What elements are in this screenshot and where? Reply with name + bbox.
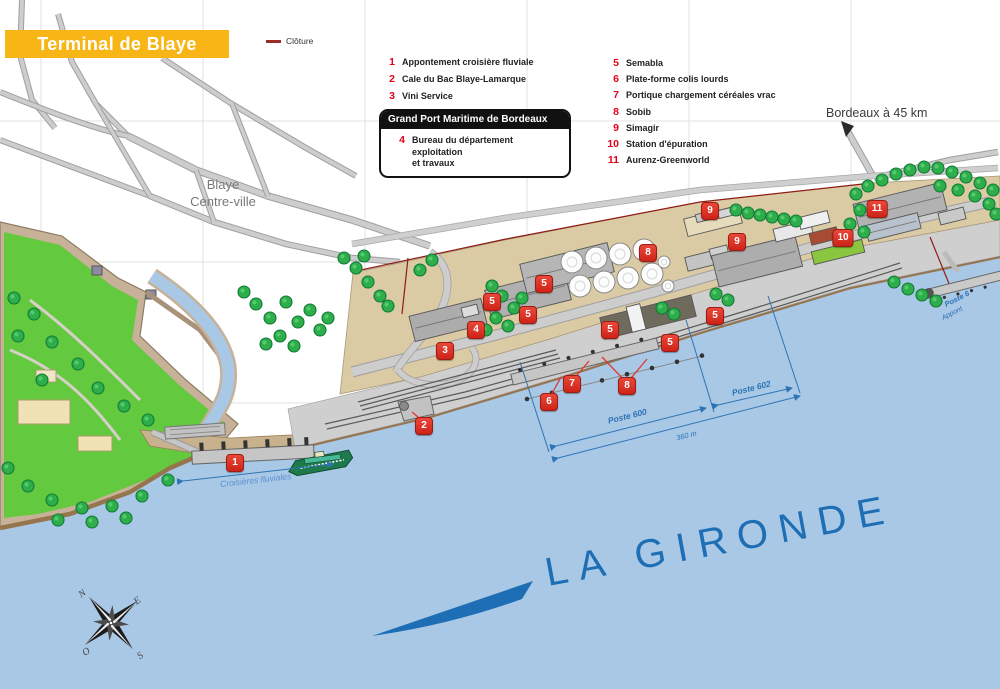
legend-column-right: 5 Semabla 6 Plate-forme colis lourds 7 Portiq…: [602, 57, 776, 170]
legend-number: 2: [389, 73, 395, 85]
river-water: [0, 256, 1000, 689]
gpmb-item-label: Bureau du département exploitation et tr…: [412, 135, 562, 170]
blaye-line1: Blaye: [206, 177, 240, 192]
legend-number: 6: [613, 73, 619, 86]
legend-label: Appontement croisière fluviale: [402, 57, 534, 67]
legend-number: 5: [613, 57, 619, 69]
legend-label: Cale du Bac Blaye-Lamarque: [402, 74, 527, 84]
legend-number: 10: [607, 137, 619, 150]
bordeaux-distance-label: Bordeaux à 45 km: [826, 106, 928, 120]
legend-item: 2 Cale du Bac Blaye-Lamarque: [378, 73, 534, 90]
legend-item: 10 Station d'épuration: [602, 138, 776, 154]
bordeaux-arrowhead: [841, 121, 854, 137]
map-marker-4: 4: [467, 321, 485, 339]
map-marker-5: 5: [483, 293, 501, 311]
map-marker-3: 3: [436, 342, 454, 360]
map-title-banner: Terminal de Blaye: [5, 30, 229, 58]
map-marker-2: 2: [415, 417, 433, 435]
trees: [1, 160, 1000, 529]
gpmb-label-line1: Bureau du département exploitation: [412, 135, 514, 157]
legend-number: 9: [613, 121, 619, 134]
map-marker-7: 7: [563, 375, 581, 393]
legend-cloture: Clôture: [266, 36, 313, 46]
compass-s: S: [135, 650, 146, 662]
legend-label: Station d'épuration: [626, 138, 708, 149]
map-marker-9: 9: [701, 202, 719, 220]
legend-item: 8 Sobib: [602, 106, 776, 122]
legend-number: 4: [399, 134, 405, 146]
blaye-centre-ville-label: Blaye Centre-ville: [158, 176, 288, 210]
map-marker-8: 8: [639, 244, 657, 262]
legend-item: 11 Aurenz-Greenworld: [602, 154, 776, 170]
map-marker-8: 8: [618, 377, 636, 395]
legend-label: Aurenz-Greenworld: [626, 155, 710, 166]
legend-label: Plate-forme colis lourds: [626, 74, 729, 85]
map-marker-5: 5: [519, 306, 537, 324]
current-arrow: [372, 581, 533, 636]
tank-farm: [560, 238, 675, 298]
gpmb-header: Grand Port Maritime de Bordeaux: [381, 111, 569, 129]
gpmb-box: Grand Port Maritime de Bordeaux 4 Bureau…: [379, 109, 571, 178]
stream: [147, 268, 238, 439]
legend-label: Simagir: [626, 122, 660, 133]
legend-label: Portique chargement céréales vrac: [626, 90, 776, 101]
map-marker-10: 10: [832, 229, 854, 247]
map-marker-11: 11: [866, 200, 888, 218]
map-marker-5: 5: [661, 334, 679, 352]
legend-number: 3: [389, 90, 395, 102]
legend-item: 6 Plate-forme colis lourds: [602, 73, 776, 89]
cloture-label: Clôture: [286, 36, 314, 46]
legend-column-left: 1 Appontement croisière fluviale 2 Cale du …: [378, 56, 534, 107]
legend-number: 1: [389, 56, 395, 68]
map-marker-1: 1: [226, 454, 244, 472]
legend-item: 7 Portique chargement céréales vrac: [602, 89, 776, 105]
map-marker-5: 5: [535, 275, 553, 293]
map-marker-5: 5: [706, 307, 724, 325]
fence-line-sample: [266, 39, 281, 43]
map-marker-6: 6: [540, 393, 558, 411]
moored-barge: [164, 422, 226, 440]
legend-item: 1 Appontement croisière fluviale: [378, 56, 534, 73]
legend-number: 7: [613, 89, 619, 102]
map-marker-9: 9: [728, 233, 746, 251]
blaye-line2: Centre-ville: [190, 194, 256, 209]
legend-label: Vini Service: [402, 91, 453, 101]
gpmb-label-line2: et travaux: [412, 158, 455, 168]
legend-number: 11: [607, 154, 619, 167]
port-buildings: [408, 181, 967, 343]
legend-label: Semabla: [626, 58, 664, 68]
legend-number: 8: [613, 105, 619, 118]
legend-item: 9 Simagir: [602, 122, 776, 138]
cruise-pier: [150, 428, 315, 465]
dimension-lines: [176, 295, 801, 486]
legend-item: 5 Semabla: [602, 57, 776, 73]
legend-item: 3 Vini Service: [378, 90, 534, 107]
map-title: Terminal de Blaye: [37, 33, 197, 54]
map-marker-5: 5: [601, 321, 619, 339]
cale-du-bac: [397, 395, 435, 422]
legend-label: Sobib: [626, 106, 651, 117]
